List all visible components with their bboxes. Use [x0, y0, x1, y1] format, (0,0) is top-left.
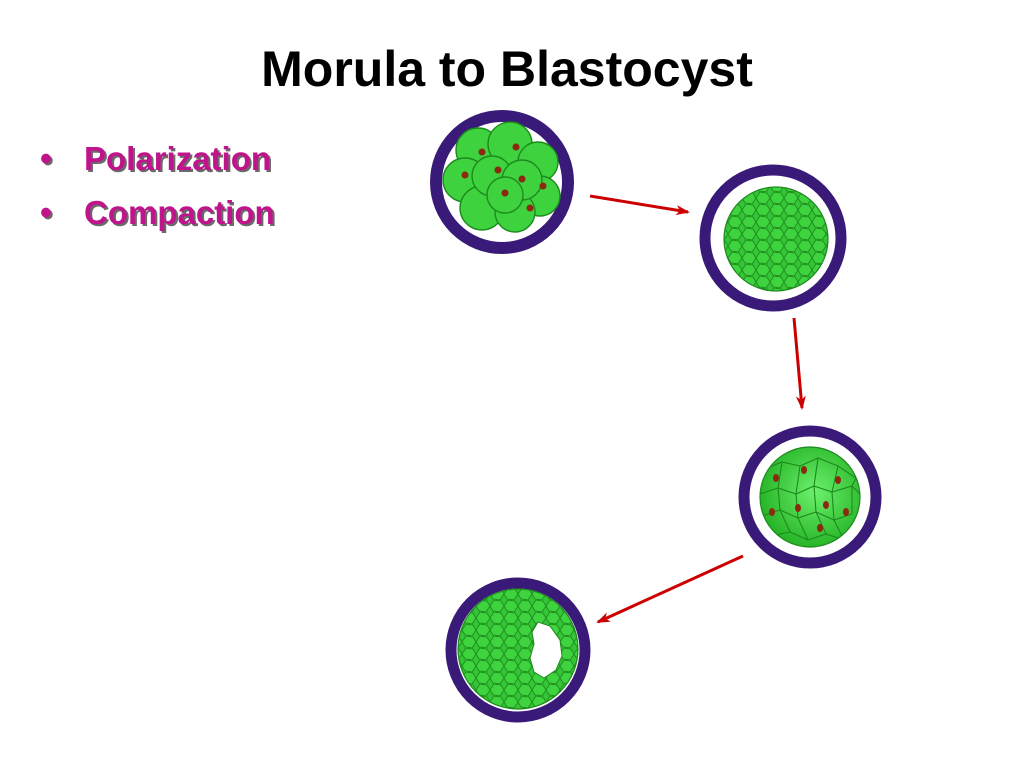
arrow-2-icon	[792, 317, 806, 410]
nucleus-dots	[461, 143, 547, 212]
blastomere-cells	[442, 121, 561, 233]
bullet-label: Polarization	[84, 140, 272, 177]
polarized-morula-embryo-icon	[738, 425, 882, 569]
polarized-cell-outlines	[760, 457, 860, 541]
blastocyst-cell-mass	[458, 589, 578, 709]
morula-uncompacted-embryo-icon	[430, 110, 574, 254]
slide-title: Morula to Blastocyst	[261, 41, 753, 97]
arrow-1-icon	[589, 194, 690, 216]
bullet-dot-icon: •	[40, 194, 52, 232]
bullet-dot-icon: •	[40, 140, 52, 178]
nucleus-dots	[769, 466, 849, 532]
morula-compacted-embryo-icon	[699, 164, 847, 312]
bullet-label: Compaction	[84, 194, 275, 231]
compacted-cell-mass	[724, 187, 828, 291]
bullet-item-compaction: • Compaction	[40, 186, 275, 240]
arrow-3-icon	[596, 554, 744, 624]
stage-arrows	[589, 194, 806, 624]
early-blastocyst-embryo-icon	[445, 577, 591, 723]
bullet-item-polarization: • Polarization	[40, 132, 275, 186]
blastocoel-cavity	[529, 621, 563, 679]
bullet-list: • Polarization • Compaction	[40, 132, 275, 240]
